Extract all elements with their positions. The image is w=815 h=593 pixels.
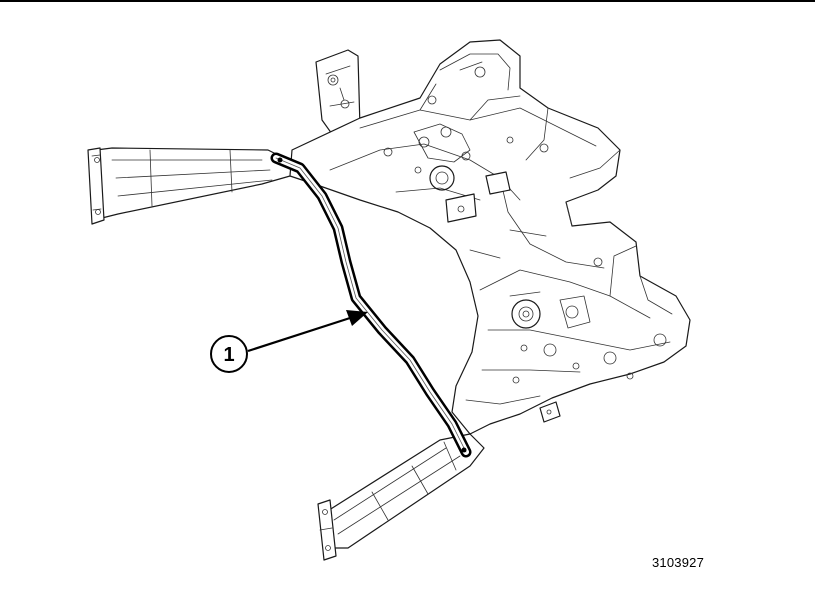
- figure-id: 3103927: [652, 555, 705, 570]
- reinforcement-brace-part-1: [270, 152, 472, 458]
- crossmember-body: [289, 39, 691, 435]
- top-border-rule: [0, 0, 815, 2]
- callout-1: 1: [210, 310, 368, 373]
- callout-number: 1: [223, 344, 234, 366]
- upper-mount-tower: [315, 49, 361, 135]
- callout-arrowhead: [346, 310, 368, 326]
- upper-left-rail: [87, 147, 293, 225]
- callout-circle: [210, 335, 248, 373]
- lower-left-rail: [317, 433, 485, 561]
